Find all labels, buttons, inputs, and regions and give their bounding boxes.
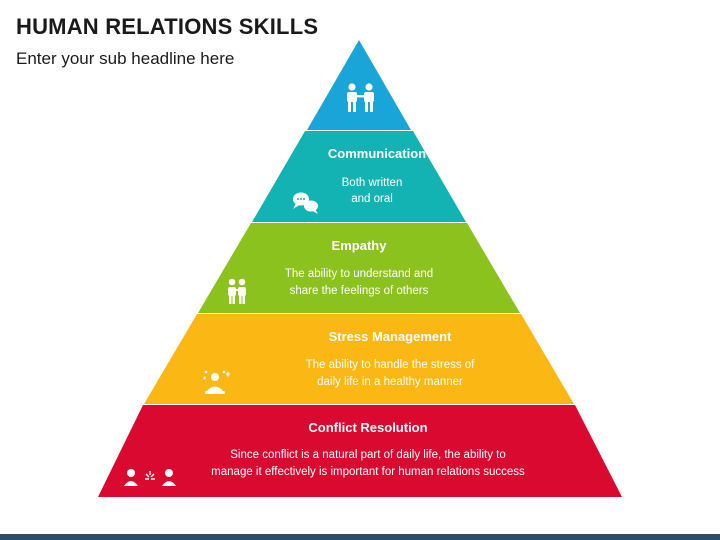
page-subtitle: Enter your sub headline here: [16, 49, 235, 68]
tier-conflict-shape: [98, 405, 622, 497]
conflict-desc-line-2: manage it effectively is important for h…: [211, 466, 525, 478]
stress-title: Stress Management: [329, 329, 452, 344]
two-people-icon: [347, 83, 374, 112]
page-title: HUMAN RELATIONS SKILLS: [16, 14, 319, 39]
empathy-desc-line-2: share the feelings of others: [290, 285, 429, 297]
tier-empathy-shape: [198, 223, 520, 313]
communication-title: Communication: [328, 146, 426, 161]
stress-desc-line-2: daily life in a healthy manner: [317, 376, 463, 388]
relaxing-person-icon: [203, 370, 230, 394]
conflict-title: Conflict Resolution: [308, 420, 427, 435]
people-support-icon: [228, 278, 246, 304]
empathy-desc-line-1: The ability to understand and: [285, 268, 433, 280]
pyramid-tier-top: [307, 40, 411, 130]
communication-desc-line-2: and oral: [351, 193, 393, 205]
footer-bar: [0, 534, 720, 540]
tier-top-shape: [307, 40, 411, 130]
pyramid-tier-stress: Stress Management The ability to handle …: [144, 314, 574, 404]
chat-bubbles-icon: [293, 192, 318, 214]
stress-desc-line-1: The ability to handle the stress of: [306, 359, 476, 371]
pyramid-tier-communication: Communication Both written and oral: [252, 131, 466, 222]
pyramid-tier-conflict: Conflict Resolution Since conflict is a …: [98, 405, 622, 497]
conflict-icon: [124, 469, 176, 486]
conflict-desc-line-1: Since conflict is a natural part of dail…: [230, 449, 506, 461]
pyramid-tier-empathy: Empathy The ability to understand and sh…: [198, 223, 520, 313]
empathy-title: Empathy: [332, 238, 388, 253]
tier-stress-shape: [144, 314, 574, 404]
communication-desc-line-1: Both written: [342, 177, 403, 189]
